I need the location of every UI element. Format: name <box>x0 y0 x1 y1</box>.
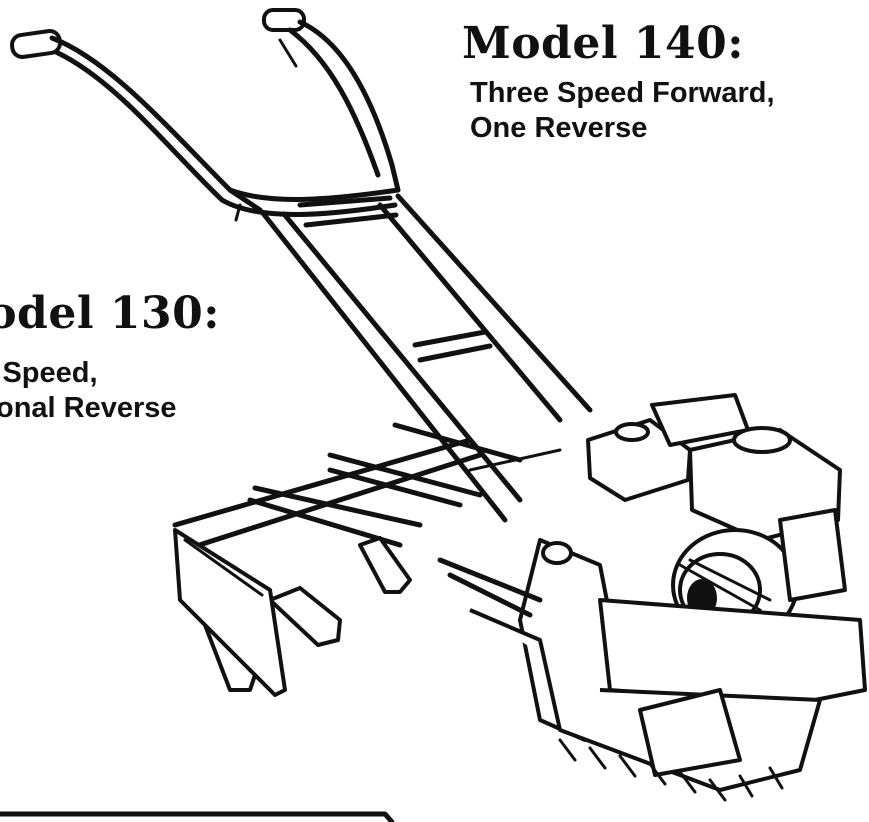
banner-edge <box>0 811 395 822</box>
model-130-description: One Speed, Optional Reverse <box>0 356 177 427</box>
handlebar-icon <box>9 8 401 222</box>
model-130-desc-line2: Optional Reverse <box>0 392 177 425</box>
frame-icon <box>259 193 593 523</box>
tines-icon <box>172 422 523 697</box>
model-130-desc-line1: One Speed, <box>0 357 98 389</box>
model-140-desc-line1: Three Speed Forward, <box>470 77 775 109</box>
model-140-desc-line2: One Reverse <box>470 112 648 145</box>
drive-housing-icon <box>437 538 867 802</box>
model-140-description: Three Speed Forward, One Reverse <box>470 76 775 147</box>
model-140-title: Model 140: <box>462 18 744 69</box>
model-130-title: Model 130: <box>0 288 220 339</box>
